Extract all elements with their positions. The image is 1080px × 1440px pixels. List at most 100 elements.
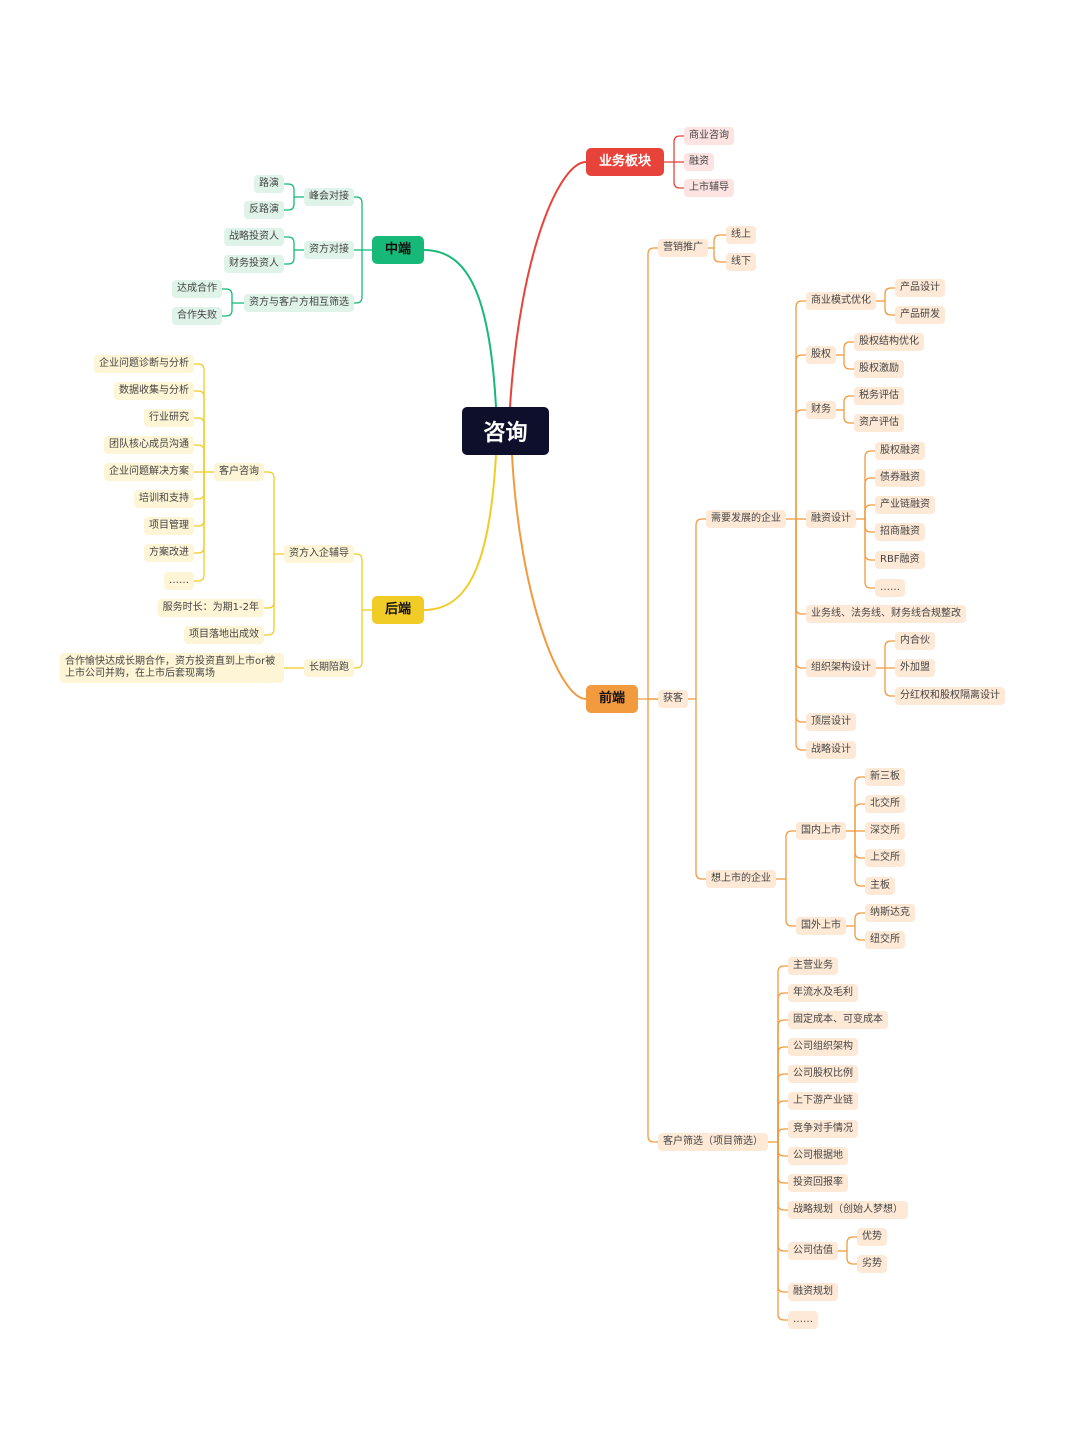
- middle-leaf[interactable]: 达成合作: [172, 280, 222, 298]
- connector-line: [864, 519, 875, 589]
- connector-line: [864, 477, 875, 519]
- front-leaf[interactable]: 产业链融资: [875, 496, 935, 514]
- connector-line: [795, 409, 806, 519]
- front-leaf[interactable]: 战略规划（创始人梦想）: [788, 1201, 908, 1219]
- mutual-screen-node[interactable]: 资方与客户方相互筛选: [244, 294, 354, 312]
- front-leaf[interactable]: 招商融资: [875, 523, 925, 541]
- middle-leaf[interactable]: 路演: [254, 175, 284, 193]
- back-leaf[interactable]: ……: [164, 572, 194, 590]
- client-screen-node[interactable]: 客户筛选（项目筛选）: [658, 1133, 768, 1151]
- long-term-node[interactable]: 长期陪跑: [304, 659, 354, 677]
- connector-line: [846, 1251, 857, 1265]
- front-leaf[interactable]: 深交所: [865, 822, 905, 840]
- front-leaf[interactable]: 主营业务: [788, 957, 838, 975]
- back-leaf[interactable]: 方案改进: [144, 544, 194, 562]
- model-node[interactable]: 商业模式优化: [806, 292, 876, 310]
- more-node[interactable]: ……: [788, 1311, 818, 1329]
- connector-line: [673, 162, 684, 189]
- front-leaf[interactable]: 优势: [857, 1228, 887, 1246]
- connector-line: [354, 196, 363, 250]
- develop-node[interactable]: 需要发展的企业: [706, 510, 786, 528]
- front-leaf[interactable]: 线下: [726, 253, 756, 271]
- long-term-leaf[interactable]: 合作愉快达成长期合作，资方投资直到上市or被上市公司并购，在上市后套现离场: [60, 653, 284, 683]
- connector-line: [673, 135, 684, 162]
- front-leaf[interactable]: 产品设计: [895, 279, 945, 297]
- middle-branch-node[interactable]: 中端: [372, 236, 424, 264]
- back-leaf[interactable]: 培训和支持: [134, 490, 194, 508]
- middle-leaf[interactable]: 合作失败: [172, 307, 222, 325]
- guidance-node[interactable]: 资方入企辅导: [284, 545, 354, 563]
- front-leaf[interactable]: 竞争对手情况: [788, 1120, 858, 1138]
- business-item[interactable]: 融资: [684, 153, 714, 171]
- back-leaf[interactable]: 企业问题诊断与分析: [94, 355, 194, 373]
- connector-line: [854, 831, 865, 887]
- back-leaf[interactable]: 行业研究: [144, 409, 194, 427]
- front-leaf[interactable]: 资产评估: [854, 414, 904, 432]
- connector-line: [777, 1142, 788, 1252]
- middle-leaf[interactable]: 战略投资人: [224, 228, 284, 246]
- front-leaf[interactable]: 股权激励: [854, 360, 904, 378]
- business-branch-node[interactable]: 业务板块: [586, 148, 664, 176]
- connector-line: [777, 1100, 788, 1142]
- front-leaf[interactable]: 劣势: [857, 1255, 887, 1273]
- service-duration-node[interactable]: 服务时长：为期1-2年: [157, 599, 264, 617]
- org-design-node[interactable]: 组织架构设计: [806, 659, 876, 677]
- strategy-design-node[interactable]: 战略设计: [806, 741, 856, 759]
- business-item[interactable]: 上市辅导: [684, 179, 734, 197]
- compliance-node[interactable]: 业务线、法务线、财务线合规整改: [806, 605, 966, 623]
- connector-line: [777, 1128, 788, 1142]
- front-leaf[interactable]: RBF融资: [875, 551, 925, 569]
- front-leaf[interactable]: 产品研发: [895, 306, 945, 324]
- root-node[interactable]: 咨询: [462, 407, 549, 455]
- back-leaf[interactable]: 团队核心成员沟通: [104, 436, 194, 454]
- middle-leaf[interactable]: 财务投资人: [224, 255, 284, 273]
- financing-plan-node[interactable]: 融资规划: [788, 1283, 838, 1301]
- front-leaf[interactable]: ……: [875, 579, 905, 597]
- front-leaf[interactable]: 线上: [726, 226, 756, 244]
- front-leaf[interactable]: 税务评估: [854, 387, 904, 405]
- investor-match-node[interactable]: 资方对接: [304, 241, 354, 259]
- front-leaf[interactable]: 新三板: [865, 768, 905, 786]
- summit-match-node[interactable]: 峰会对接: [304, 188, 354, 206]
- listing-node[interactable]: 想上市的企业: [706, 870, 776, 888]
- business-item[interactable]: 商业咨询: [684, 127, 734, 145]
- front-leaf[interactable]: 纽交所: [865, 931, 905, 949]
- project-outcome-node[interactable]: 项目落地出成效: [184, 626, 264, 644]
- marketing-node[interactable]: 营销推广: [658, 239, 708, 257]
- back-leaf[interactable]: 数据收集与分析: [114, 382, 194, 400]
- front-leaf[interactable]: 纳斯达克: [865, 904, 915, 922]
- connector-line: [884, 287, 895, 301]
- front-leaf[interactable]: 北交所: [865, 795, 905, 813]
- front-leaf[interactable]: 内合伙: [895, 632, 935, 650]
- front-leaf[interactable]: 年流水及毛利: [788, 984, 858, 1002]
- front-leaf[interactable]: 公司根据地: [788, 1147, 848, 1165]
- front-leaf[interactable]: 股权结构优化: [854, 333, 924, 351]
- front-leaf[interactable]: 上交所: [865, 849, 905, 867]
- front-leaf[interactable]: 股权融资: [875, 442, 925, 460]
- acquire-node[interactable]: 获客: [658, 690, 688, 708]
- valuation-node[interactable]: 公司估值: [788, 1242, 838, 1260]
- front-leaf[interactable]: 主板: [865, 877, 895, 895]
- front-leaf[interactable]: 固定成本、可变成本: [788, 1011, 888, 1029]
- middle-leaf[interactable]: 反路演: [244, 201, 284, 219]
- finance-node[interactable]: 财务: [806, 401, 836, 419]
- funding-node[interactable]: 融资设计: [806, 510, 856, 528]
- overseas-listing-node[interactable]: 国外上市: [796, 917, 846, 935]
- equity-node[interactable]: 股权: [806, 346, 836, 364]
- front-leaf[interactable]: 上下游产业链: [788, 1092, 858, 1110]
- front-leaf[interactable]: 分红权和股权隔离设计: [895, 687, 1005, 705]
- back-leaf[interactable]: 项目管理: [144, 517, 194, 535]
- back-leaf[interactable]: 企业问题解决方案: [104, 463, 194, 481]
- front-leaf[interactable]: 债券融资: [875, 469, 925, 487]
- front-leaf[interactable]: 外加盟: [895, 659, 935, 677]
- front-branch-node[interactable]: 前端: [586, 685, 638, 713]
- front-leaf[interactable]: 公司组织架构: [788, 1038, 858, 1056]
- domestic-listing-node[interactable]: 国内上市: [796, 822, 846, 840]
- top-design-node[interactable]: 顶层设计: [806, 713, 856, 731]
- front-leaf[interactable]: 公司股权比例: [788, 1065, 858, 1083]
- back-branch-node[interactable]: 后端: [372, 596, 424, 624]
- connector-line: [854, 776, 865, 831]
- front-leaf[interactable]: 投资回报率: [788, 1174, 848, 1192]
- connector-line: [864, 450, 875, 519]
- client-consult-node[interactable]: 客户咨询: [214, 463, 264, 481]
